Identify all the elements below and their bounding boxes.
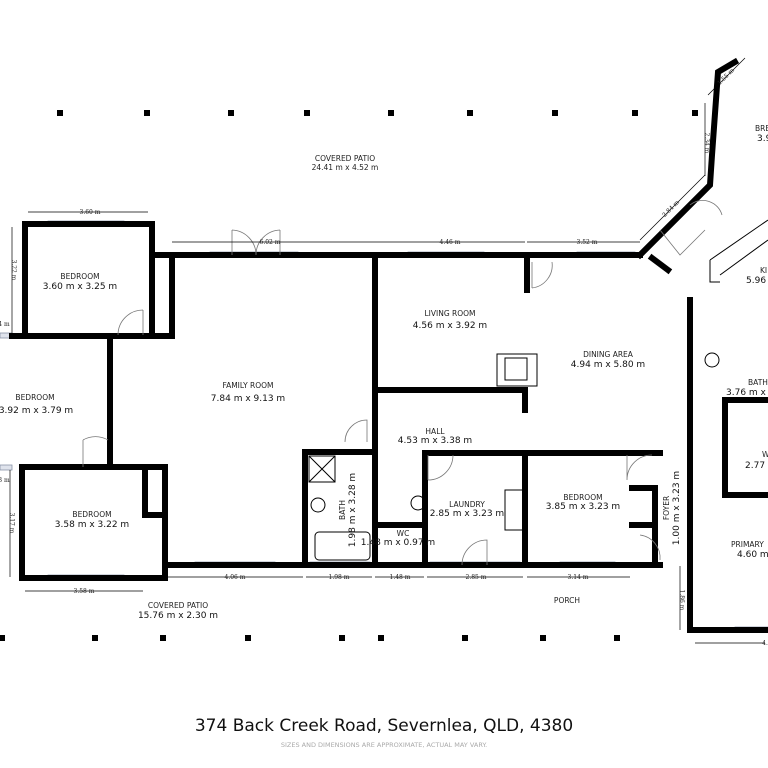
dimension-label: 6.02 m (260, 239, 281, 246)
dimension-lines (9, 57, 765, 644)
room-size: 1.48 m x 0.97 m (361, 538, 435, 548)
room-name: FAMILY ROOM (222, 381, 273, 390)
room-size: 3.9 (757, 134, 768, 144)
room-size: 2.77 m (745, 461, 768, 471)
dimension-label: 4.06 m (225, 574, 246, 581)
room-size: 1.98 m x 3.28 m (348, 473, 358, 547)
room-size: 1.00 m x 3.23 m (672, 471, 682, 545)
room-name: PORCH (554, 596, 580, 605)
dimension-label: 4. (762, 640, 768, 647)
room-size: 3.58 m x 3.22 m (55, 520, 129, 530)
dimension-label: 3.52 m (577, 239, 598, 246)
room-size: 5.96 m (746, 276, 768, 286)
dimension-label: 3.14 m (568, 574, 589, 581)
room-size: 4.60 m (737, 550, 768, 560)
room-size: 2.85 m x 3.23 m (430, 509, 504, 519)
fixtures (308, 219, 768, 561)
room-name: BEDROOM (15, 393, 54, 402)
doors (82, 200, 723, 566)
dimension-label: 1.86 m (678, 590, 685, 611)
room-size: 4.94 m x 5.80 m (571, 360, 645, 370)
room-name: BRE (755, 124, 768, 133)
room-name: HALL (425, 427, 445, 436)
room-size: 3.76 m x 2 (726, 388, 768, 398)
room-name: LIVING ROOM (424, 309, 475, 318)
room-name: BEDROOM (60, 272, 99, 281)
room-name: W (762, 450, 768, 459)
room-size: 4.56 m x 3.92 m (413, 321, 487, 331)
room-name: PRIMARY (731, 540, 764, 549)
patio-posts (0, 110, 698, 641)
room-size: 15.76 m x 2.30 m (138, 611, 218, 621)
dimension-label: 3.17 m (8, 513, 15, 534)
room-name: WC (397, 529, 410, 538)
room-name: BATH (748, 378, 768, 387)
room-name: COVERED PATIO (148, 601, 208, 610)
room-labels: COVERED PATIO 24.41 m x 4.52 m BEDROOM 3… (0, 124, 768, 621)
disclaimer: SIZES AND DIMENSIONS ARE APPROXIMATE, AC… (280, 741, 488, 749)
room-size: 3.92 m x 3.79 m (0, 406, 73, 416)
room-name: KI (760, 266, 767, 275)
dimension-label: 3 m (0, 477, 10, 484)
room-name: LAUNDRY (449, 500, 485, 509)
dimension-label: 3.58 m (74, 588, 95, 595)
dimension-label: 4.46 m (440, 239, 461, 246)
footer: 374 Back Creek Road, Severnlea, QLD, 438… (0, 716, 768, 749)
room-size: 7.84 m x 9.13 m (211, 394, 285, 404)
dimension-label: 1.48 m (390, 574, 411, 581)
room-name: DINING AREA (583, 350, 634, 359)
walls (9, 57, 768, 633)
property-address: 374 Back Creek Road, Severnlea, QLD, 438… (194, 716, 574, 736)
room-name: BEDROOM (563, 493, 602, 502)
room-size: 3.60 m x 3.25 m (43, 282, 117, 292)
dimension-label: 3.60 m (80, 209, 101, 216)
room-size: 3.85 m x 3.23 m (546, 502, 620, 512)
dimension-label: 2.34 m (703, 133, 710, 154)
room-name: COVERED PATIO (315, 154, 375, 163)
dimension-label: 4 m (0, 321, 10, 328)
dimension-label: 1.98 m (329, 574, 350, 581)
dimension-label: 3.22 m (10, 260, 17, 281)
room-size: 24.41 m x 4.52 m (312, 163, 379, 172)
dimension-label: 2.85 m (466, 574, 487, 581)
room-name: BATH (338, 500, 347, 520)
room-size: 4.53 m x 3.38 m (398, 436, 472, 446)
room-name: FOYER (662, 496, 671, 520)
room-name: BEDROOM (72, 510, 111, 519)
